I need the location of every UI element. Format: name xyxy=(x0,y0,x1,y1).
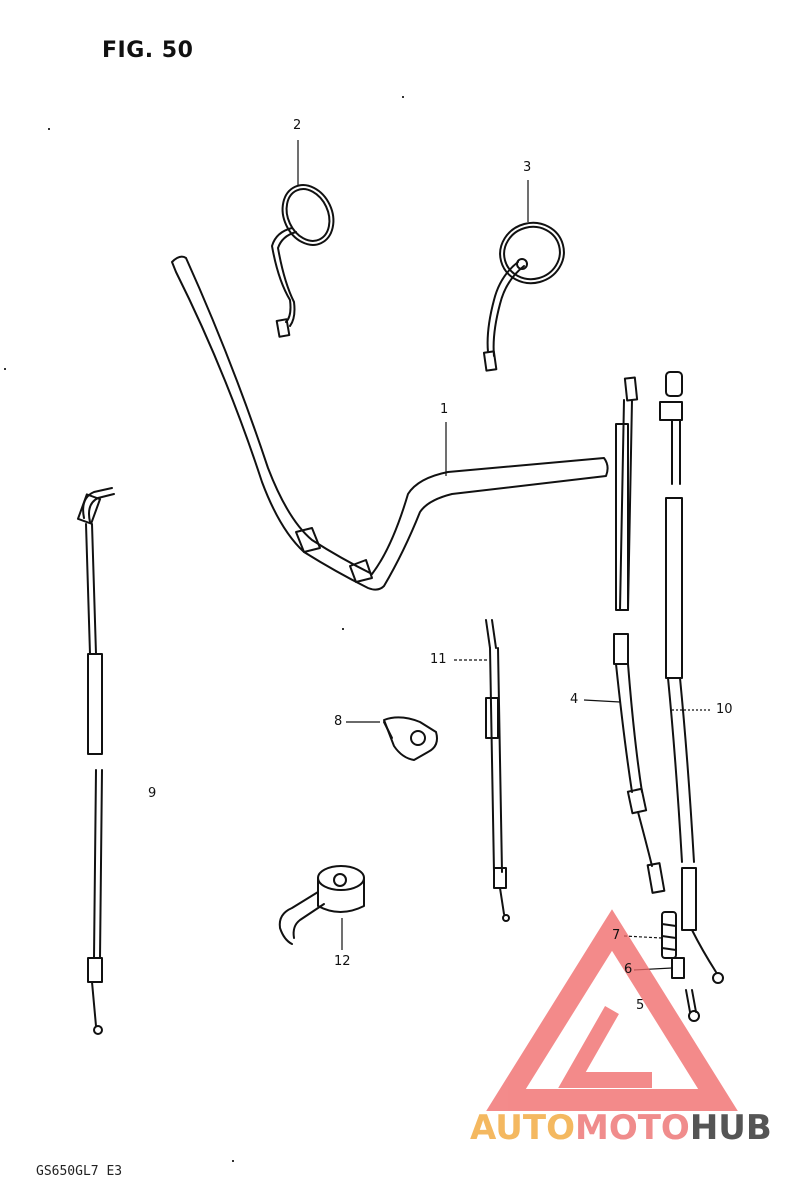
cable-part-9 xyxy=(76,487,115,1035)
watermark-text-hub: HUB xyxy=(689,1108,772,1148)
throttle-grip-part-12 xyxy=(278,865,365,945)
handlebar-part-1 xyxy=(171,255,609,591)
mirror-right-part-3 xyxy=(482,221,565,372)
callout-5: 5 xyxy=(636,998,645,1013)
bracket-part-8 xyxy=(383,716,438,761)
cable-part-4 xyxy=(613,376,666,894)
callout-9: 9 xyxy=(148,786,157,801)
speck xyxy=(402,96,404,98)
callout-2: 2 xyxy=(293,118,302,133)
cable-part-10 xyxy=(659,371,724,984)
callout-7: 7 xyxy=(612,928,621,943)
small-parts-5-6-7 xyxy=(661,911,700,1022)
watermark-text: AUTOMOTOHUB xyxy=(470,1108,772,1148)
watermark-text-auto: AUTO xyxy=(470,1108,575,1148)
callout-8: 8 xyxy=(334,714,343,729)
callout-10: 10 xyxy=(716,702,733,717)
callout-12: 12 xyxy=(334,954,351,969)
speck xyxy=(232,1160,234,1162)
callout-3: 3 xyxy=(523,160,532,175)
callout-1: 1 xyxy=(440,402,449,417)
watermark-text-moto: MOTO xyxy=(574,1108,690,1148)
speck xyxy=(4,368,6,370)
callout-4: 4 xyxy=(570,692,579,707)
callout-11: 11 xyxy=(430,652,447,667)
mirror-left-part-2 xyxy=(271,184,335,338)
figure-title: FIG. 50 xyxy=(102,38,194,63)
model-code: GS650GL7 E3 xyxy=(36,1164,123,1179)
watermark-logo xyxy=(486,909,738,1111)
callout-6: 6 xyxy=(624,962,633,977)
cable-part-11 xyxy=(485,619,510,922)
speck xyxy=(48,128,50,130)
speck xyxy=(342,628,344,630)
